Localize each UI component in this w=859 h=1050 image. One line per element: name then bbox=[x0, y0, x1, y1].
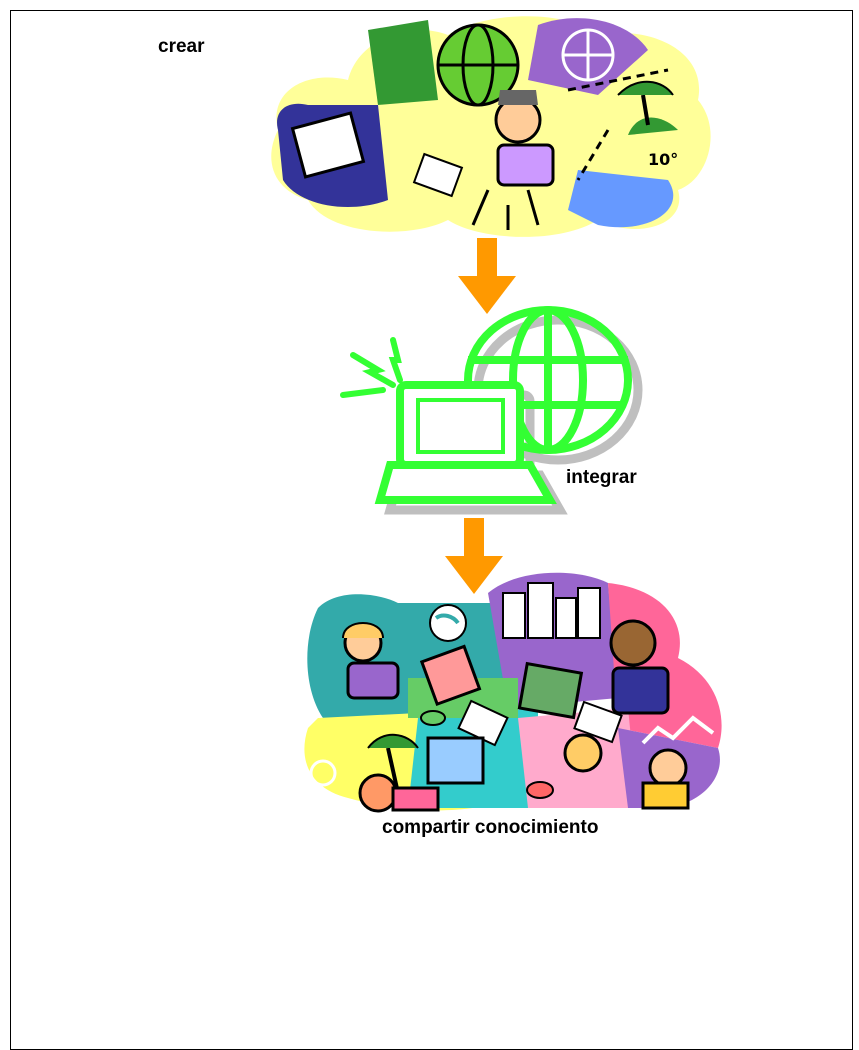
label-crear: crear bbox=[158, 36, 205, 57]
people-collaborating-collage-icon bbox=[304, 572, 722, 813]
label-compartir-conocimiento: compartir conocimiento bbox=[382, 817, 599, 838]
svg-text:10°: 10° bbox=[648, 150, 678, 169]
label-integrar: integrar bbox=[566, 467, 637, 488]
computer-globe-network-icon bbox=[340, 306, 643, 515]
down-arrow-icon bbox=[445, 518, 503, 594]
down-arrow-icon bbox=[458, 238, 516, 314]
crear-collage-icon: 10° bbox=[271, 16, 711, 237]
